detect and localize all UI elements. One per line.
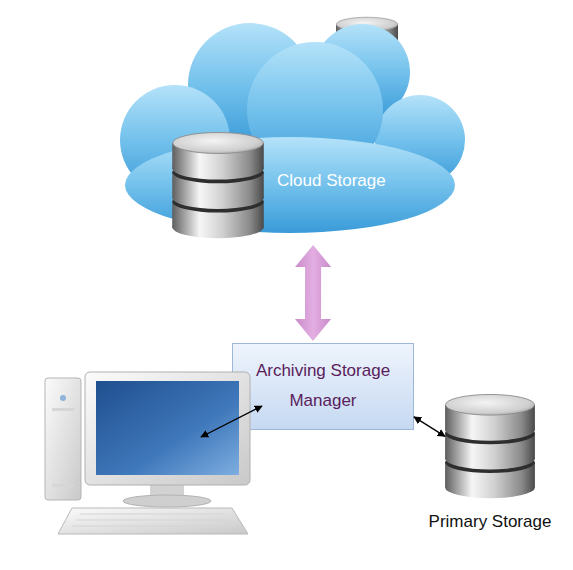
pc-slot xyxy=(52,484,74,487)
pc-slot xyxy=(52,408,74,411)
storage-node: Primary Storage xyxy=(445,394,535,500)
connector-arrow xyxy=(414,417,445,437)
cloud-node: Cloud Storage xyxy=(100,0,460,243)
keyboard xyxy=(58,508,248,534)
keyboard-keys xyxy=(72,514,236,526)
leader-arrow xyxy=(201,406,262,437)
process-box: Archiving Storage Manager xyxy=(232,343,414,430)
computer-illustration xyxy=(45,372,250,534)
double-arrow xyxy=(295,245,331,341)
pc-tower xyxy=(45,378,81,500)
node-label: Cloud Storage xyxy=(277,171,427,191)
database-shape xyxy=(445,394,535,500)
cloud-shape xyxy=(100,0,460,243)
node-label: Primary Storage xyxy=(390,512,573,532)
monitor-frame xyxy=(85,372,250,485)
monitor-base xyxy=(123,495,211,507)
pc-button xyxy=(60,395,66,401)
node-label: Archiving Storage Manager xyxy=(237,356,409,416)
database-icon xyxy=(172,132,264,238)
